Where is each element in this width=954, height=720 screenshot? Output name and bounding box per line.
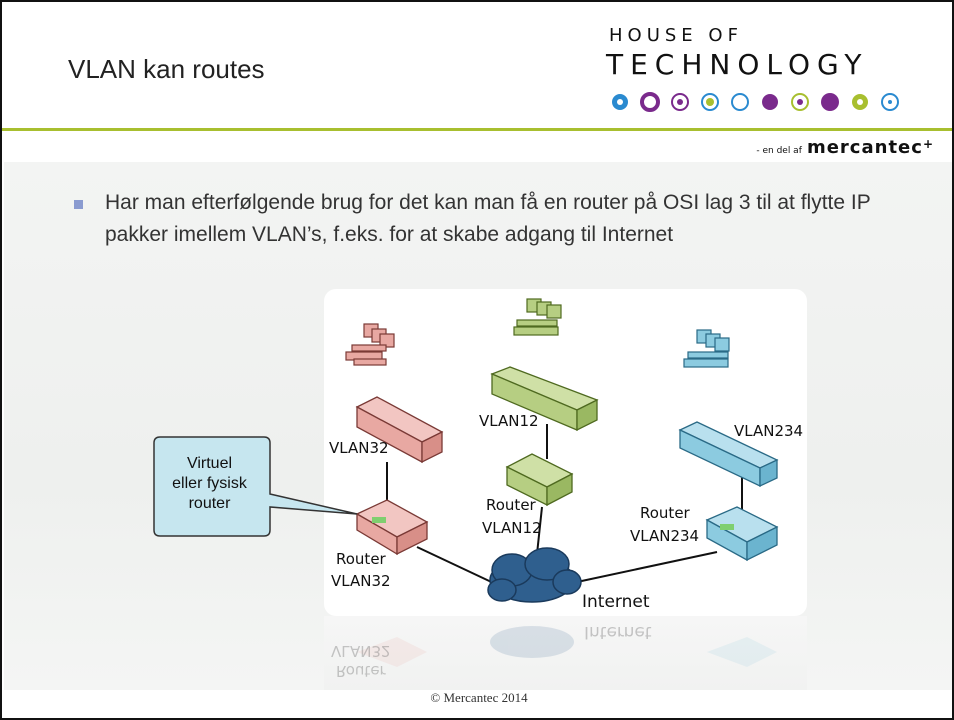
label-router-vlan12-line2: VLAN12 [482,519,542,537]
label-router-vlan32-line2: VLAN32 [331,572,391,590]
vlan12-pcs-icon [513,298,562,336]
callout-line2: eller fysisk [172,475,247,492]
reflection-router: Router [336,662,386,680]
bullet-marker [74,200,83,209]
diagram-reflection [324,616,807,690]
label-vlan12: VLAN12 [479,412,539,430]
mercantec-prefix: - en del af [756,146,802,156]
footer-copyright: © Mercantec 2014 [430,690,528,705]
vlan234-switch-icon [678,421,779,488]
vlan32-switch-icon [355,396,444,464]
callout-text: Virtuel eller fysisk router [152,454,267,514]
bullet-text: Har man efterfølgende brug for det kan m… [105,191,871,246]
reflection-vlan32: VLAN32 [331,642,391,660]
label-router-vlan32-line1: Router [336,550,386,568]
vlan234-pcs-icon [683,329,730,368]
label-internet: Internet [582,592,650,612]
router-vlan32-icon [355,499,429,556]
callout-line1: Virtuel [186,455,233,472]
logo-dots [612,92,899,112]
label-vlan32: VLAN32 [329,439,389,457]
logo-house-of: HOUSE OF [609,25,743,46]
page-title: VLAN kan routes [68,54,265,84]
vlan12-switch-icon [490,366,599,432]
router-vlan234-icon [705,506,779,562]
callout-line3: router [188,495,231,512]
internet-cloud-icon [487,547,582,603]
logo-technology: TECHNOLOGY [606,48,869,81]
mercantec-logo: - en del af mercantec+ [756,137,934,158]
reflection-internet: Internet [584,622,652,642]
mercantec-brand: mercantec [806,137,923,158]
callout-shape [153,436,358,537]
reflection-shapes [357,626,777,667]
label-vlan234: VLAN234 [734,422,804,440]
header-divider [2,128,952,131]
vlan32-pcs-icon [345,323,395,366]
label-router-vlan12-line1: Router [486,496,536,514]
router-vlan12-icon [505,453,574,507]
label-router-vlan234-line1: Router [640,504,690,522]
label-router-vlan234-line2: VLAN234 [630,527,700,545]
